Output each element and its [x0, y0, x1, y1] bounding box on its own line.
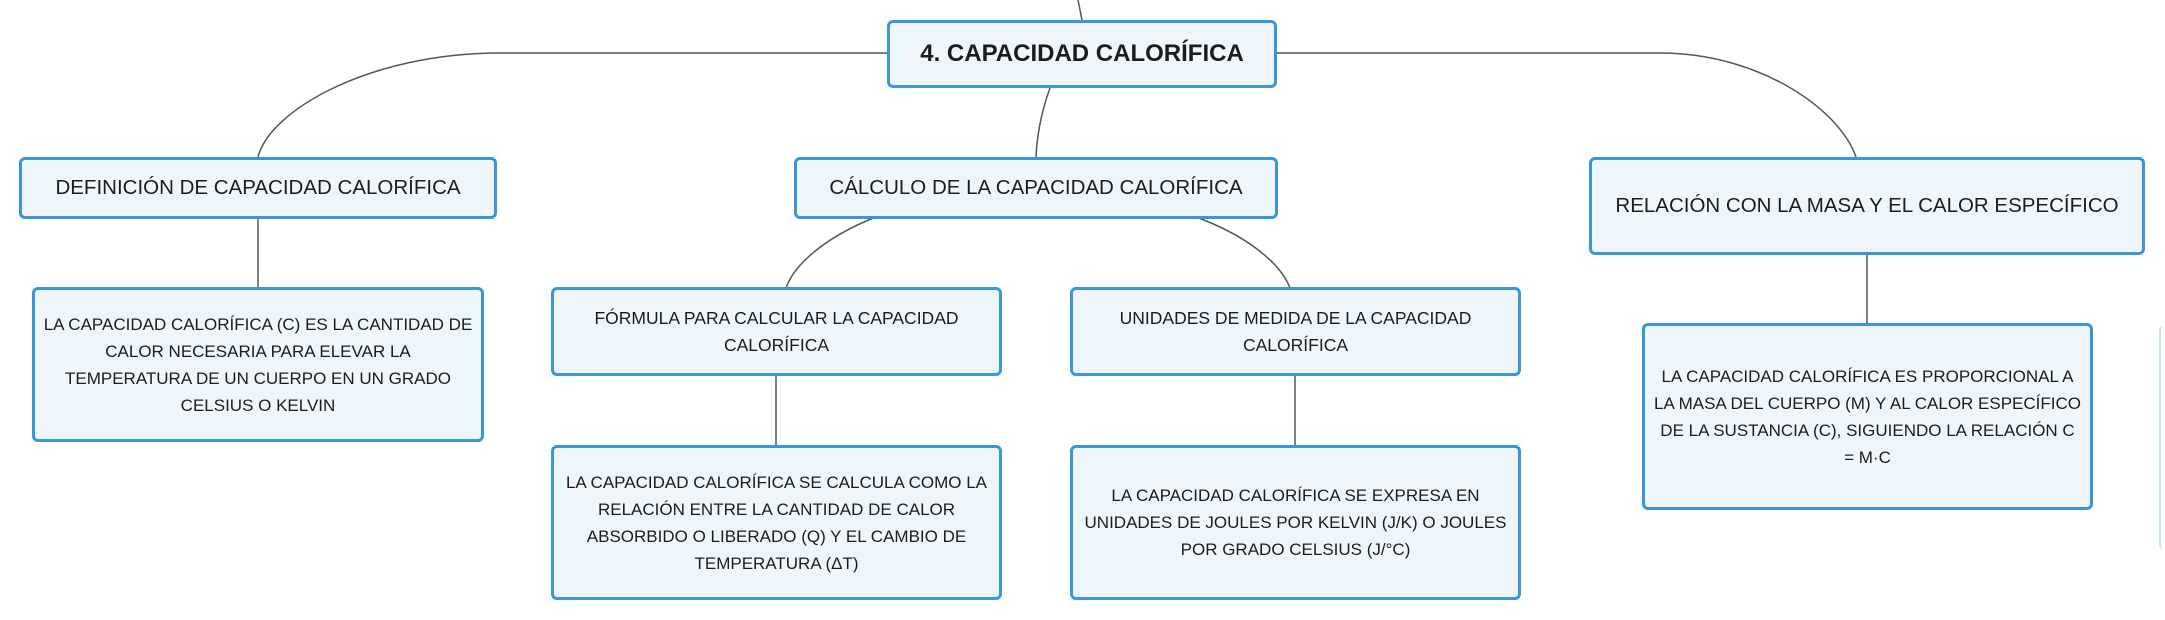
topic-definicion-node[interactable]: DEFINICIÓN DE CAPACIDAD CALORÍFICA	[19, 157, 497, 219]
topic-relacion-node[interactable]: RELACIÓN CON LA MASA Y EL CALOR ESPECÍFI…	[1589, 157, 2145, 255]
subtopic-formula-node[interactable]: FÓRMULA PARA CALCULAR LA CAPACIDAD CALOR…	[551, 287, 1002, 376]
connector-central-to-relacion	[1275, 52, 1857, 158]
unidades-detail-text: LA CAPACIDAD CALORÍFICA SE EXPRESA EN UN…	[1084, 486, 1507, 559]
subtopic-unidades-label: UNIDADES DE MEDIDA DE LA CAPACIDAD CALOR…	[1119, 307, 1472, 355]
topic-definicion-label: DEFINICIÓN DE CAPACIDAD CALORÍFICA	[55, 176, 461, 199]
connector-calculo-to-formula	[785, 216, 877, 289]
offscreen-node-edge	[2159, 325, 2165, 550]
topic-relacion-label: RELACIÓN CON LA MASA Y EL CALOR ESPECÍFI…	[1615, 194, 2119, 217]
connector-calculo-to-unidades	[1195, 216, 1291, 289]
subtopic-formula-label: FÓRMULA PARA CALCULAR LA CAPACIDAD CALOR…	[594, 307, 959, 355]
connector-parent-to-central	[1077, 0, 1083, 21]
central-topic-node[interactable]: 4. CAPACIDAD CALORÍFICA	[887, 20, 1277, 88]
formula-detail-node[interactable]: LA CAPACIDAD CALORÍFICA SE CALCULA COMO …	[551, 445, 1002, 600]
topic-calculo-node[interactable]: CÁLCULO DE LA CAPACIDAD CALORÍFICA	[794, 157, 1278, 219]
definicion-detail-node[interactable]: LA CAPACIDAD CALORÍFICA (C) ES LA CANTID…	[32, 287, 484, 442]
relacion-detail-node[interactable]: LA CAPACIDAD CALORÍFICA ES PROPORCIONAL …	[1642, 323, 2093, 510]
definicion-detail-text: LA CAPACIDAD CALORÍFICA (C) ES LA CANTID…	[43, 314, 473, 415]
unidades-detail-node[interactable]: LA CAPACIDAD CALORÍFICA SE EXPRESA EN UN…	[1070, 445, 1521, 600]
topic-calculo-label: CÁLCULO DE LA CAPACIDAD CALORÍFICA	[829, 176, 1243, 199]
connector-central-to-calculo	[1035, 87, 1051, 158]
central-topic-label: 4. CAPACIDAD CALORÍFICA	[920, 40, 1244, 67]
subtopic-unidades-node[interactable]: UNIDADES DE MEDIDA DE LA CAPACIDAD CALOR…	[1070, 287, 1521, 376]
relacion-detail-text: LA CAPACIDAD CALORÍFICA ES PROPORCIONAL …	[1653, 366, 2082, 467]
formula-detail-text: LA CAPACIDAD CALORÍFICA SE CALCULA COMO …	[565, 472, 988, 573]
connector-central-to-definicion	[257, 52, 887, 158]
